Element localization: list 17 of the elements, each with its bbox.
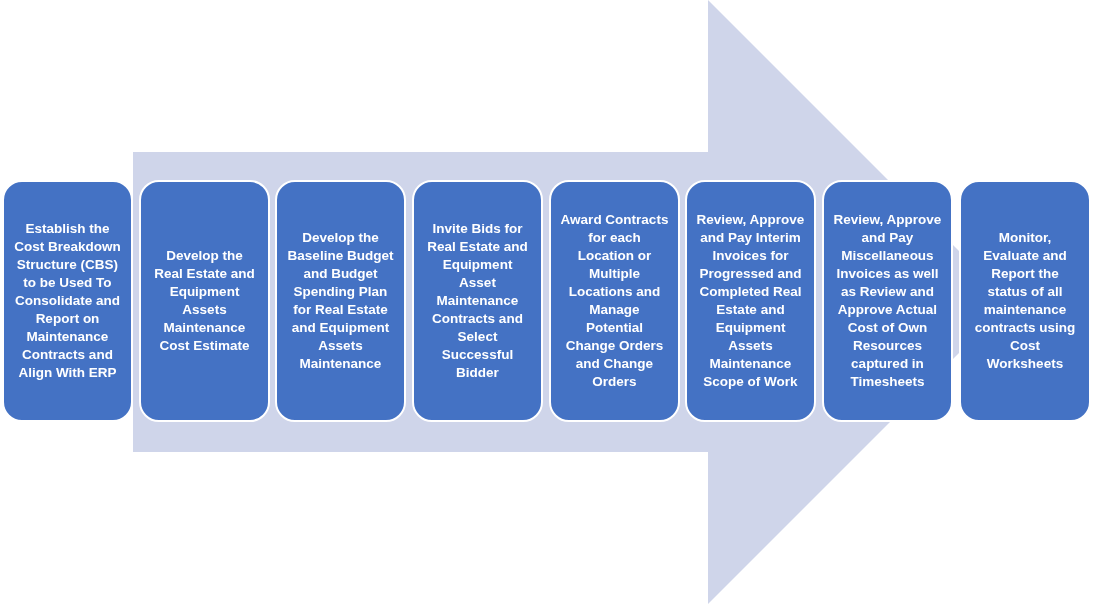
process-box	[822, 180, 953, 422]
step-text: Establish the Cost Breakdown Structure (CBS) to be Used To Consolidate and Report on Maintenance Contracts and Align With ERP	[13, 220, 122, 382]
process-box	[139, 180, 270, 422]
step-text: Monitor, Evaluate and Report the status of all maintenance contracts using Cost Worksheets	[973, 229, 1077, 373]
step-text: Develop the Baseline Budget and Budget Spending Plan for Real Estate and Equipment Assets Maintenance	[286, 229, 395, 373]
step-text: Develop the Real Estate and Equipment Assets Maintenance Cost Estimate	[153, 247, 256, 355]
process-box	[959, 180, 1091, 422]
step-text: Review, Approve and Pay Interim Invoices for Progressed and Completed Real Estate and Equipment Assets Maintenance Scope of Work	[696, 211, 805, 391]
step-text: Award Contracts for each Location or Multiple Locations and Manage Potential Change Orders and Change Orders	[560, 211, 669, 391]
process-box	[549, 180, 680, 422]
process-box	[275, 180, 406, 422]
block-arrow	[133, 0, 959, 604]
step-text: Review, Approve and Pay Miscellaneous Invoices as well as Review and Approve Actual Cost of Own Resources captured in Timesheets	[833, 211, 942, 391]
process-box	[412, 180, 543, 422]
step-text: Invite Bids for Real Estate and Equipment Asset Maintenance Contracts and Select Successful Bidder	[426, 220, 529, 382]
process-box	[2, 180, 133, 422]
process-box	[685, 180, 816, 422]
